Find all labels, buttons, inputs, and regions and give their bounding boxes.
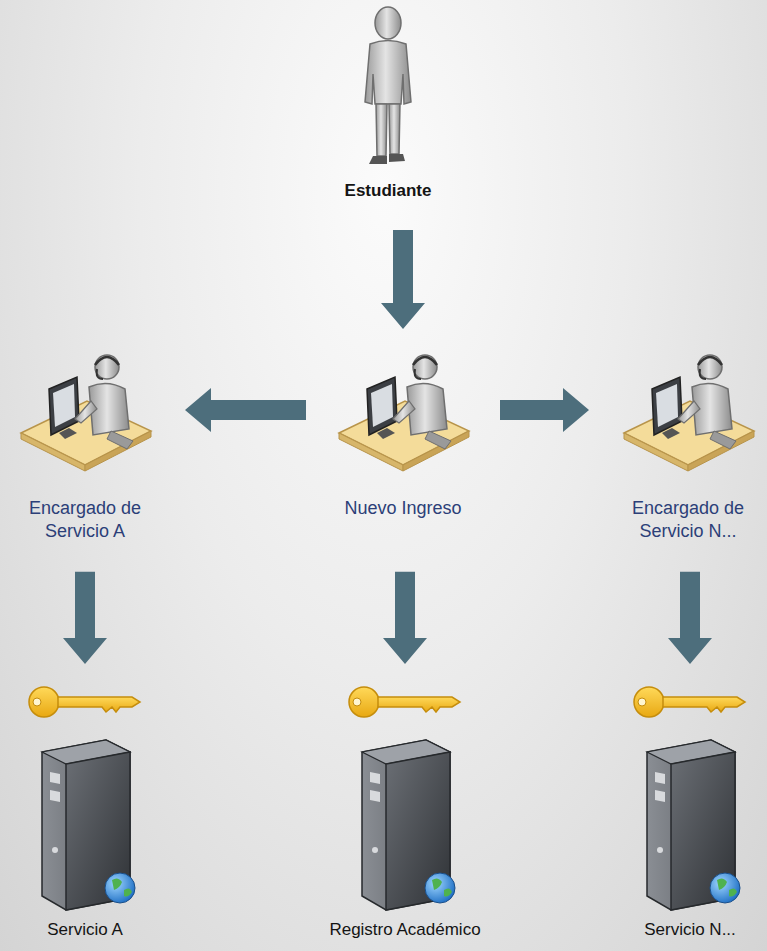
server-icon-graphic <box>349 687 460 910</box>
actor-label: Estudiante <box>345 180 432 202</box>
block-arrow <box>381 230 425 329</box>
block-arrow <box>668 572 712 664</box>
worker-icon-graphic <box>339 355 469 471</box>
block-arrow <box>383 572 427 664</box>
worker-icon-graphic <box>21 355 151 471</box>
role-label: Encargado de Servicio N... <box>611 497 765 544</box>
server-node: Servicio N... <box>620 680 760 941</box>
server-icon-graphic <box>634 687 745 910</box>
server-label: Registro Académico <box>329 919 480 941</box>
block-arrow <box>63 572 107 664</box>
worker-icon-graphic <box>624 355 754 471</box>
server-label: Servicio N... <box>644 919 736 941</box>
role-label: Nuevo Ingreso <box>344 497 461 520</box>
server-node: Registro Académico <box>310 680 500 941</box>
worker-icon <box>15 345 155 475</box>
worker-node: Nuevo Ingreso <box>328 345 478 520</box>
server-icon <box>20 680 150 915</box>
server-icon <box>340 680 470 915</box>
server-node: Servicio A <box>10 680 160 941</box>
person-icon-graphic <box>365 7 411 164</box>
server-icon-graphic <box>29 687 140 910</box>
server-label: Servicio A <box>47 919 123 941</box>
block-arrow <box>500 388 589 432</box>
worker-icon <box>333 345 473 475</box>
block-arrow <box>185 388 306 432</box>
worker-node: Encargado de Servicio A <box>7 345 163 544</box>
server-icon <box>625 680 755 915</box>
person-icon <box>343 4 433 174</box>
person-node: Estudiante <box>313 4 463 202</box>
role-label: Encargado de Servicio A <box>7 497 163 544</box>
worker-icon <box>618 345 758 475</box>
worker-node: Encargado de Servicio N... <box>611 345 765 544</box>
